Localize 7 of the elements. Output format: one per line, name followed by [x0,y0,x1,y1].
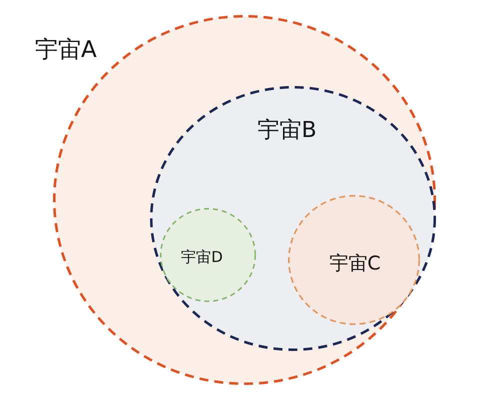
circle-label: 宇宙B [257,118,317,144]
circle-label: 宇宙C [329,254,381,274]
dashed-circle [150,86,436,351]
dashed-circle [288,195,420,325]
circle-label: 宇宙D [181,248,223,266]
dashed-circle [160,208,256,302]
circle-label: 宇宙A [35,38,97,64]
